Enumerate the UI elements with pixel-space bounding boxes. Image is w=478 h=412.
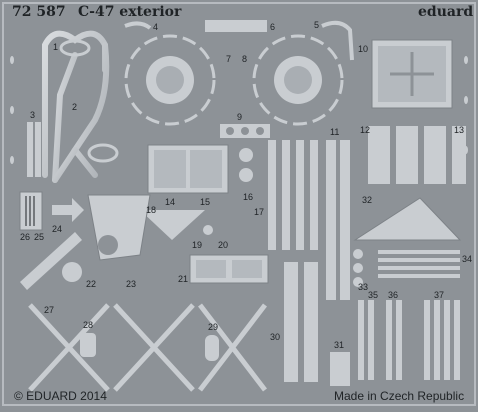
label-part-18: 18 [146,205,156,215]
part-23-hole [98,235,118,255]
label-part-29: 29 [208,322,218,332]
part-4 [124,21,152,30]
fret-frame [2,2,476,406]
part-31 [330,352,350,386]
product-code: 72 587 [12,4,66,20]
label-part-10: 10 [358,44,368,54]
part-22 [62,262,82,282]
part-33 [353,249,363,287]
label-part-3: 3 [30,110,35,120]
label-part-22: 22 [86,279,96,289]
label-part-34: 34 [462,254,472,264]
part-21 [189,254,269,284]
label-part-9: 9 [237,112,242,122]
part-17-rods [268,140,318,250]
part-16 [239,148,253,182]
part-24-arrow [52,198,84,222]
label-part-20: 20 [218,240,228,250]
part-1-ring-lower [87,143,119,163]
part-20 [203,225,213,235]
part-6 [205,20,267,32]
label-part-7: 7 [226,54,231,64]
part-1-ring [59,39,91,57]
label-part-4: 4 [153,22,158,32]
label-part-36: 36 [388,290,398,300]
label-part-1: 1 [53,42,58,52]
part-34 [378,250,460,278]
label-part-11: 11 [330,127,339,137]
label-part-6: 6 [270,22,275,32]
part-30 [284,262,318,382]
label-part-25: 25 [34,232,44,242]
label-part-12: 12 [360,125,370,135]
copyright: © EDUARD 2014 [14,389,107,403]
part-14-15 [147,144,229,194]
label-part-2: 2 [72,102,77,112]
label-part-23: 23 [126,279,136,289]
label-part-13: 13 [454,125,464,135]
part-28 [80,333,96,357]
label-part-27: 27 [44,305,54,315]
label-part-33: 33 [358,282,368,292]
part-10-panel [371,39,453,109]
part-32 [353,197,462,241]
label-part-21: 21 [178,274,188,284]
part-number-labels: 1 2 3 4 5 6 7 8 9 10 11 12 13 14 15 16 1… [20,20,472,350]
droplet-markers [10,56,468,164]
part-9 [220,124,270,138]
label-part-24: 24 [52,224,62,234]
part-23 [87,194,151,261]
engine-cowl-8 [252,34,344,126]
label-part-14: 14 [165,197,175,207]
part-18 [140,210,205,240]
label-part-30: 30 [270,332,280,342]
label-part-17: 17 [254,207,264,217]
part-27-struts [28,303,267,392]
label-part-37: 37 [434,290,444,300]
label-part-31: 31 [334,340,344,350]
label-part-16: 16 [243,192,253,202]
part-19 [170,225,180,235]
label-part-8: 8 [242,54,247,64]
engine-cowl-7 [124,34,216,126]
part-25-strip [20,232,82,290]
part-29 [205,335,219,361]
label-part-32: 32 [362,195,372,205]
label-part-15: 15 [200,197,210,207]
brand-name: eduard [418,4,474,20]
part-12-13 [368,126,466,184]
part-3-strips [19,122,43,231]
label-part-5: 5 [314,20,319,30]
label-part-26: 26 [20,232,30,242]
part-5 [321,20,354,61]
part-35-37 [358,300,460,380]
label-part-35: 35 [368,290,378,300]
label-part-19: 19 [192,240,202,250]
label-part-28: 28 [83,320,93,330]
origin: Made in Czech Republic [334,389,465,403]
sheet-title: C-47 exterior [78,4,182,20]
part-11-rods [326,140,350,300]
